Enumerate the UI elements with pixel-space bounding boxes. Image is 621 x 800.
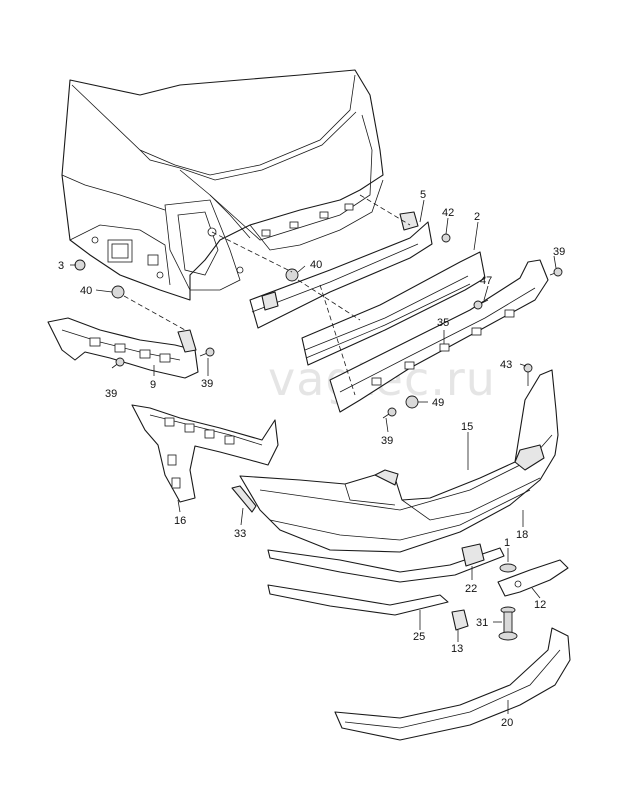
cap-part-22 <box>461 543 485 567</box>
callout-13: 13 <box>451 643 463 655</box>
callout-47: 47 <box>480 275 492 287</box>
clip-part-13 <box>451 609 469 631</box>
callout-39-bracket-right: 39 <box>201 378 213 390</box>
callout-20: 20 <box>501 717 513 729</box>
callout-49: 49 <box>432 397 444 409</box>
callout-1: 1 <box>504 537 510 549</box>
guide-bracket-part-35 <box>329 259 549 413</box>
callout-33: 33 <box>234 528 246 540</box>
callout-9: 9 <box>150 379 156 391</box>
callout-42: 42 <box>442 207 454 219</box>
callout-40-center: 40 <box>310 259 322 271</box>
washer-part-1 <box>499 563 517 573</box>
callout-31: 31 <box>476 617 488 629</box>
reinforcement-bar-part-2 <box>301 251 486 366</box>
bracket-part-9 <box>47 317 199 379</box>
callout-2: 2 <box>474 211 480 223</box>
trim-strip-part-25 <box>267 584 449 616</box>
callout-leaders <box>70 199 557 714</box>
assembly-lines <box>123 194 411 396</box>
callout-25: 25 <box>413 631 425 643</box>
bolt-part-31 <box>498 606 518 641</box>
callout-15: 15 <box>461 421 473 433</box>
callout-16: 16 <box>174 515 186 527</box>
bracket-part-12 <box>497 559 569 597</box>
absorber-part-5 <box>249 211 433 329</box>
callout-12: 12 <box>534 599 546 611</box>
callout-22: 22 <box>465 583 477 595</box>
bracket-part-16 <box>131 404 279 503</box>
bumper-cover-part-18 <box>239 369 559 553</box>
callout-43: 43 <box>500 359 512 371</box>
callout-35: 35 <box>437 317 449 329</box>
callout-39-bracket-left: 39 <box>105 388 117 400</box>
trim-clip-part-33 <box>231 485 257 513</box>
callout-3: 3 <box>58 260 64 272</box>
callout-labels: 3 40 9 39 39 16 33 40 5 42 2 39 47 35 43… <box>58 189 565 729</box>
callout-40-left: 40 <box>80 285 92 297</box>
callout-18: 18 <box>516 529 528 541</box>
callout-39-lower: 39 <box>381 435 393 447</box>
callout-5: 5 <box>420 189 426 201</box>
vehicle-rear-body <box>61 69 384 301</box>
trim-strip-upper <box>267 547 505 583</box>
callout-39-right: 39 <box>553 246 565 258</box>
diffuser-part-20 <box>334 627 571 741</box>
